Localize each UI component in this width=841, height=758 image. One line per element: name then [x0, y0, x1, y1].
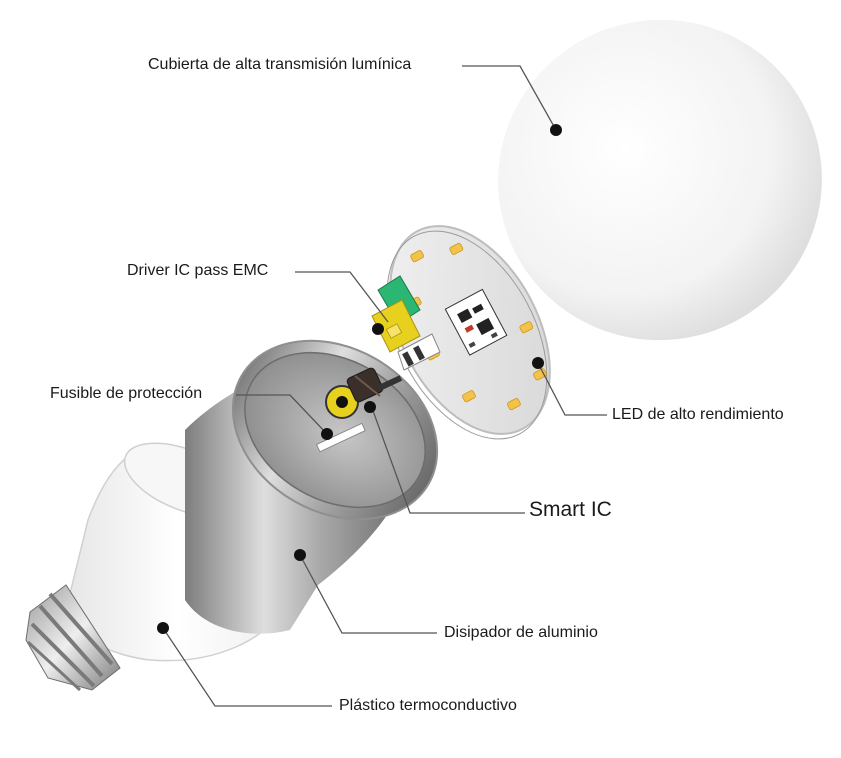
driver-module: [371, 275, 441, 371]
screw-base: [25, 584, 121, 692]
led-pcb: [386, 225, 551, 440]
callout-dots: [157, 124, 562, 634]
dome-cover: [498, 19, 822, 341]
leader-driver: [295, 271, 389, 323]
label-cover: Cubierta de alta transmisión lumínica: [148, 56, 412, 73]
label-led: LED de alto rendimiento: [612, 406, 784, 423]
label-fuse: Fusible de protección: [50, 385, 203, 402]
leader-led: [537, 362, 607, 416]
label-heatsink: Disipador de aluminio: [444, 624, 598, 641]
leader-fuse: [236, 394, 328, 435]
leader-plastic: [162, 627, 332, 707]
label-smart-ic: Smart IC: [529, 498, 612, 521]
leader-cover: [462, 65, 557, 131]
leader-lines: [162, 65, 607, 707]
dot-heatsink: [294, 549, 306, 561]
dot-led: [532, 357, 544, 369]
leader-smart-ic: [371, 407, 525, 514]
dot-fuse: [321, 428, 333, 440]
inner-components: [315, 367, 403, 453]
dot-cover: [550, 124, 562, 136]
pcb-components: [444, 288, 508, 356]
label-driver: Driver IC pass EMC: [127, 262, 269, 279]
dot-driver: [372, 323, 384, 335]
leader-heatsink: [299, 554, 437, 634]
dot-plastic: [157, 622, 169, 634]
label-plastic: Plástico termoconductivo: [339, 697, 517, 714]
dot-smart-ic: [364, 401, 376, 413]
